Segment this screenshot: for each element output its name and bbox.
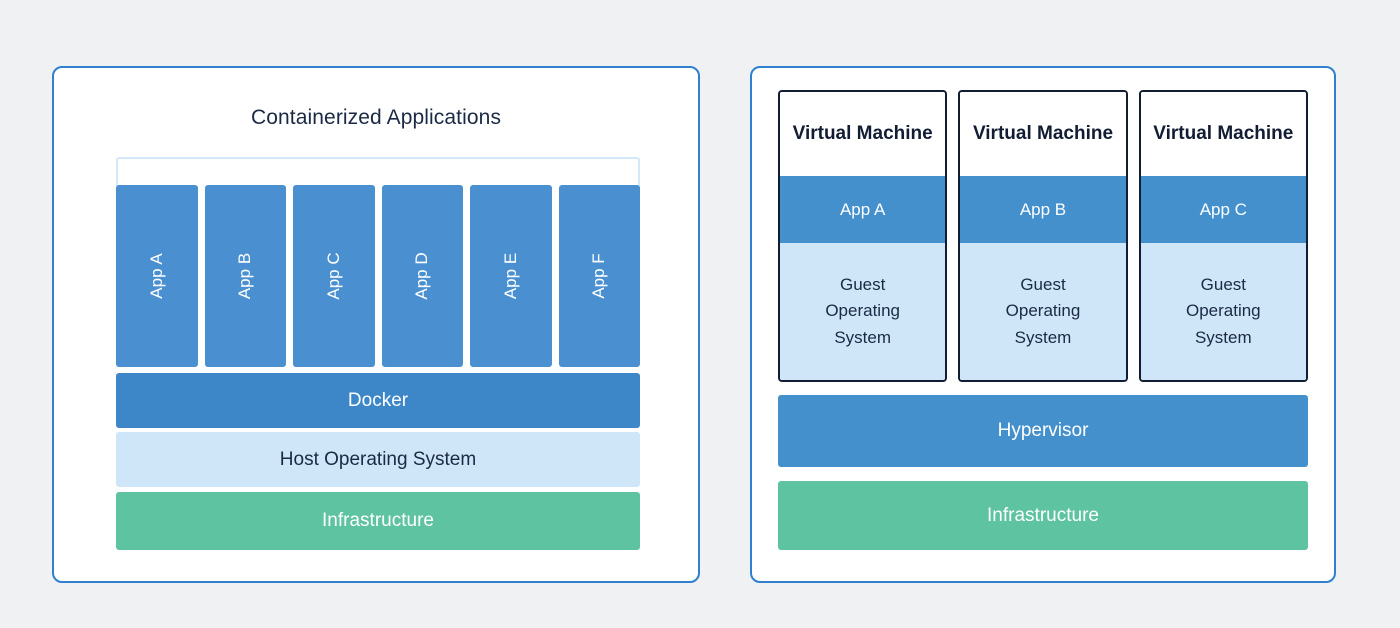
virtual-machine-1-app: App A	[780, 176, 946, 243]
virtual-machine-1[interactable]: Virtual Machine App A Guest Operating Sy…	[778, 90, 948, 382]
hypervisor-layer[interactable]: Hypervisor	[778, 395, 1308, 467]
virtual-machine-3-title: Virtual Machine	[1140, 92, 1306, 176]
infrastructure-layer-left[interactable]: Infrastructure	[116, 492, 640, 550]
virtual-machines-row: Virtual Machine App A Guest Operating Sy…	[778, 90, 1308, 382]
virtual-machine-3[interactable]: Virtual Machine App C Guest Operating Sy…	[1138, 90, 1308, 382]
virtual-machine-2-app: App B	[960, 176, 1126, 243]
app-container-a-label: App A	[146, 253, 166, 299]
virtual-machine-3-guest-os: Guest Operating System	[1140, 243, 1306, 380]
app-container-f-label: App F	[589, 253, 609, 299]
docker-layer[interactable]: Docker	[116, 373, 640, 428]
virtual-machine-2[interactable]: Virtual Machine App B Guest Operating Sy…	[958, 90, 1128, 382]
containers-panel: Containerized Applications App A App B A…	[52, 66, 700, 583]
app-container-d[interactable]: App D	[381, 185, 463, 367]
app-container-f[interactable]: App F	[558, 185, 640, 367]
containerized-apps-row: App A App B App C App D App E App F	[116, 185, 640, 367]
virtual-machine-1-title: Virtual Machine	[780, 92, 946, 176]
app-container-b-label: App B	[235, 252, 255, 300]
app-container-c-label: App C	[323, 252, 343, 300]
app-grouping-bracket	[116, 157, 640, 191]
virtual-machine-2-guest-os: Guest Operating System	[960, 243, 1126, 380]
virtual-machine-2-title: Virtual Machine	[960, 92, 1126, 176]
virtual-machine-3-app: App C	[1140, 176, 1306, 243]
virtual-machines-panel: Virtual Machine App A Guest Operating Sy…	[750, 66, 1336, 583]
app-container-a[interactable]: App A	[116, 185, 198, 367]
virtual-machine-1-guest-os: Guest Operating System	[780, 243, 946, 380]
infrastructure-layer-right[interactable]: Infrastructure	[778, 481, 1308, 550]
app-container-d-label: App D	[412, 252, 432, 300]
app-container-b[interactable]: App B	[204, 185, 286, 367]
page-title: Containerized Applications	[250, 106, 502, 129]
app-container-c[interactable]: App C	[293, 185, 375, 367]
app-container-e-label: App E	[500, 252, 520, 300]
app-container-e[interactable]: App E	[470, 185, 552, 367]
host-operating-system-layer[interactable]: Host Operating System	[116, 432, 640, 487]
